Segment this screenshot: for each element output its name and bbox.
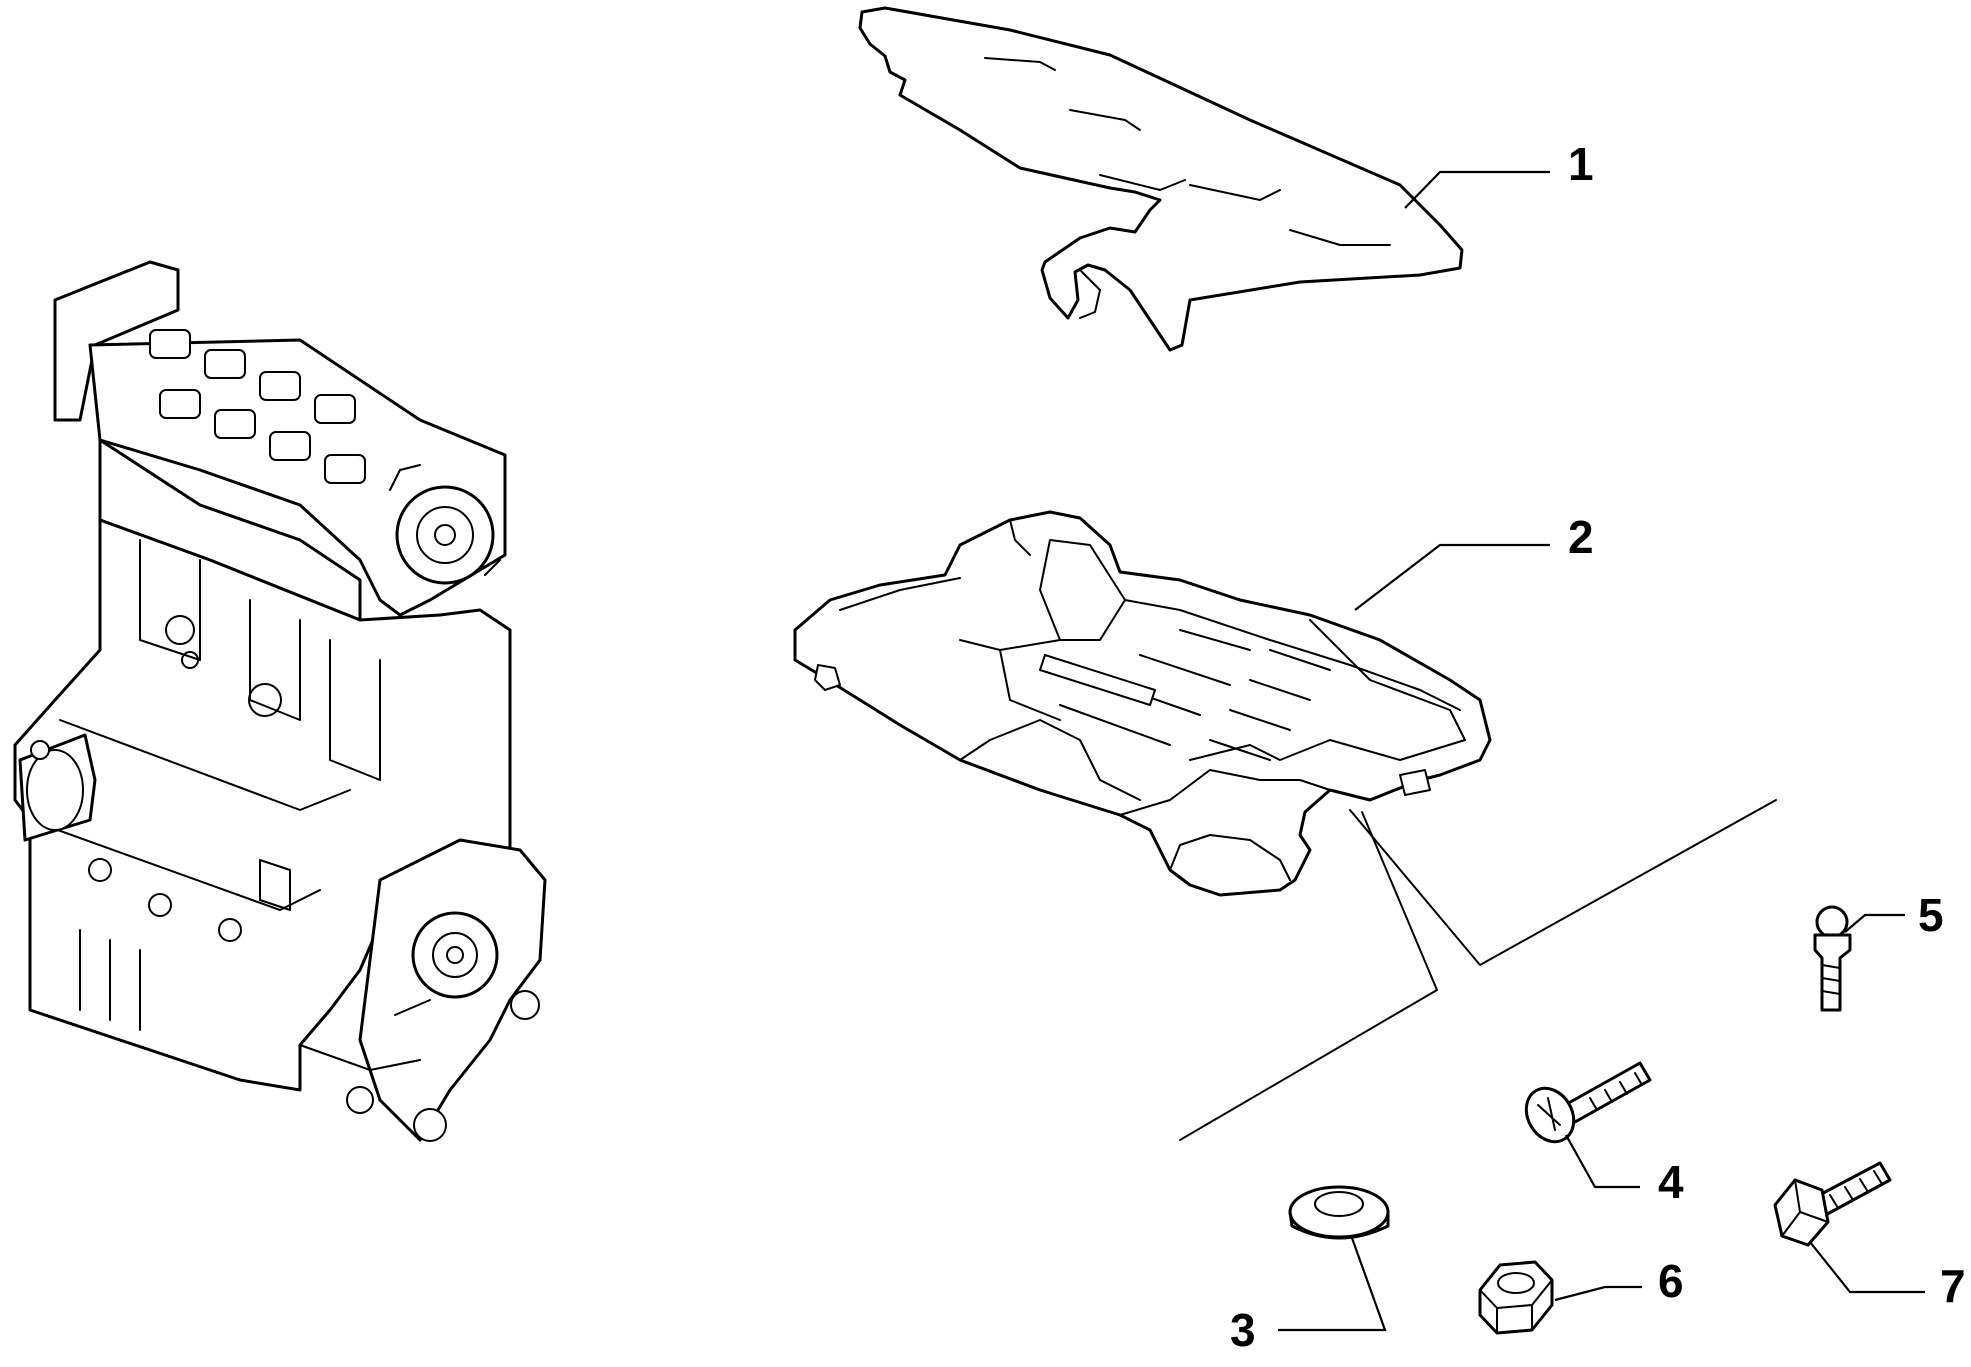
callout-3: 3 xyxy=(1230,1304,1256,1356)
leader-line-3 xyxy=(1278,1237,1387,1332)
leader-line-2 xyxy=(1354,543,1550,611)
part-4-screw xyxy=(1524,1061,1652,1144)
callout-2: 2 xyxy=(1568,511,1594,563)
leader-line-7 xyxy=(1809,1241,1925,1294)
part-3-washer xyxy=(1288,1185,1390,1240)
part-2-main-engine-cover xyxy=(793,510,1492,897)
leader-line-6 xyxy=(1554,1285,1642,1302)
engine-assembly xyxy=(13,260,547,1142)
callout-labels: 1 2 3 4 5 6 7 xyxy=(1230,138,1966,1356)
callout-7: 7 xyxy=(1940,1260,1966,1312)
part-6-nut xyxy=(1478,1260,1554,1335)
callout-6: 6 xyxy=(1658,1255,1684,1307)
leader-lines xyxy=(1278,170,1925,1332)
leader-line-4 xyxy=(1565,1134,1640,1189)
part-7-hex-bolt xyxy=(1773,1161,1892,1247)
leader-line-1 xyxy=(1404,170,1550,209)
part-5-ball-stud xyxy=(1813,905,1852,1012)
section-lines xyxy=(1179,799,1777,1141)
callout-1: 1 xyxy=(1568,138,1594,190)
callout-5: 5 xyxy=(1918,889,1944,941)
part-1-upper-engine-cover xyxy=(858,6,1464,352)
callout-4: 4 xyxy=(1658,1156,1684,1208)
leader-line-5 xyxy=(1844,913,1905,933)
